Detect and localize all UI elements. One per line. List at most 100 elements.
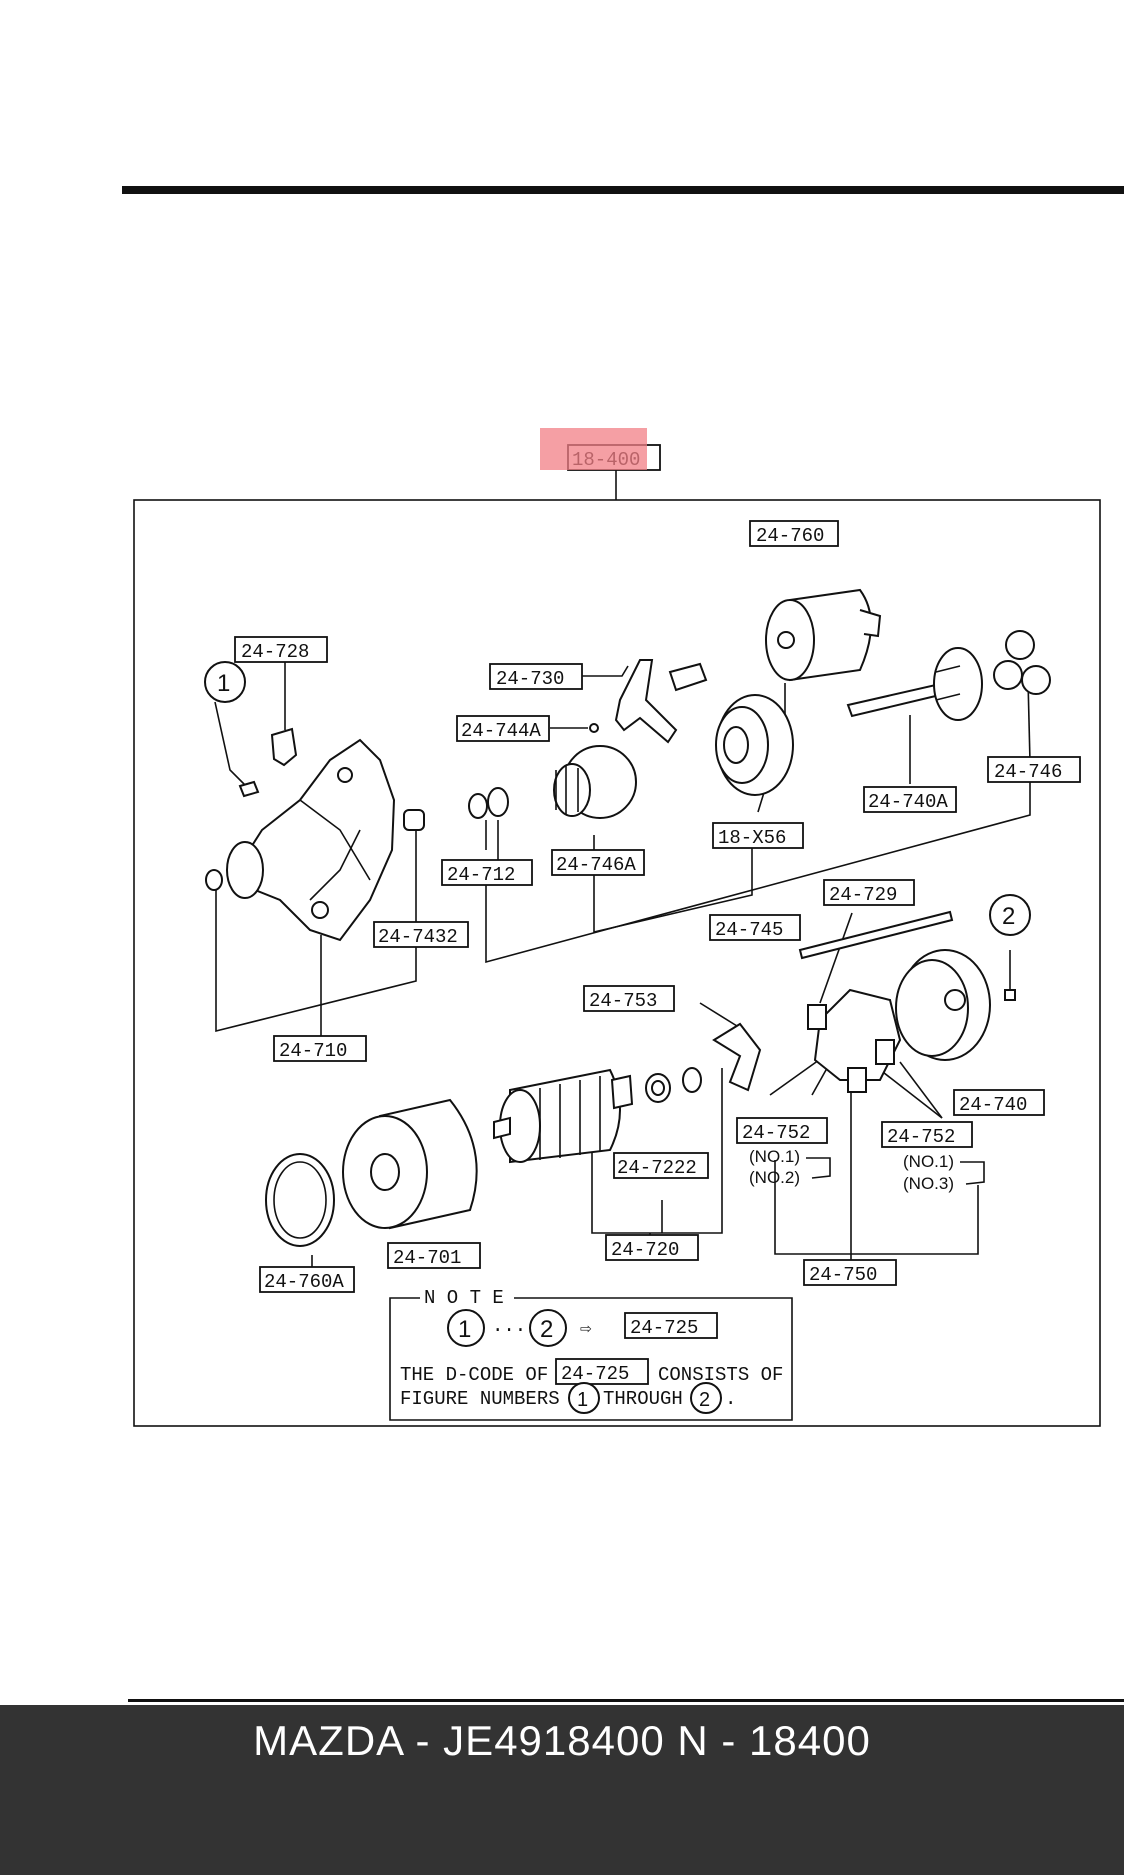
callout-2-circle [989,894,1031,936]
svg-text:24-7432: 24-7432 [378,926,458,948]
label-24-7222[interactable]: 24-7222 [613,1152,709,1179]
footer-bar: MAZDA - JE4918400 N - 18400 [0,1705,1124,1875]
pinion-gear-part [553,745,637,819]
label-24-730[interactable]: 24-730 [489,663,583,690]
sub-label-no1-left: (NO.1) [749,1147,800,1166]
svg-text:24-710: 24-710 [279,1040,347,1062]
svg-text:24-728: 24-728 [241,641,309,663]
note-line1-b: CONSISTS OF [658,1364,783,1386]
label-24-740a[interactable]: 24-740A [863,786,957,813]
note-arrow: ⇨ [580,1318,591,1340]
note-circle-1 [447,1309,485,1347]
header-code-group[interactable]: 18-400 [540,428,661,471]
washer-part [205,869,223,891]
band-part [265,1153,335,1247]
label-24-710[interactable]: 24-710 [273,1035,367,1062]
note-box: N O T E 1 ··· 2 ⇨ 24-725 THE D-CODE OF 2… [389,1287,793,1421]
bottom-rule [128,1699,1124,1702]
svg-text:24-729: 24-729 [829,884,897,906]
label-24-752-left[interactable]: 24-752 [736,1117,828,1144]
parts-diagram: 18-400 1 [122,186,1124,1702]
callout-2-text: 2 [1002,903,1015,930]
screw-2-part [1004,989,1016,1001]
sub-label-no1-right: (NO.1) [903,1152,954,1171]
svg-text:24-752: 24-752 [887,1126,955,1148]
label-24-746[interactable]: 24-746 [987,756,1081,783]
footer-title: MAZDA - JE4918400 N - 18400 [253,1717,871,1764]
svg-text:24-750: 24-750 [809,1264,877,1286]
label-18-x56[interactable]: 18-X56 [712,822,804,849]
svg-text:24-7222: 24-7222 [617,1157,697,1179]
note-line2-a: FIGURE NUMBERS [400,1388,560,1410]
yoke-part [342,1098,478,1230]
label-24-740[interactable]: 24-740 [953,1089,1045,1116]
gear-housing-part [715,694,794,796]
callout-1-circle [204,661,246,703]
through-bolt-part [798,910,954,960]
sub-label-no3: (NO.3) [903,1174,954,1193]
svg-text:24-730: 24-730 [496,668,564,690]
svg-text:24-760: 24-760 [756,525,824,547]
callout-1-text: 1 [217,670,230,697]
label-24-752-right[interactable]: 24-752 [881,1121,973,1148]
note-code: 24-725 [630,1317,698,1339]
clip-part [270,727,298,767]
svg-text:18-X56: 18-X56 [718,827,786,849]
end-cover-part [895,949,991,1061]
note-line2-circle-2 [690,1382,722,1414]
svg-text:24-746: 24-746 [994,761,1062,783]
washer-2-part [682,1067,702,1093]
svg-text:24-740A: 24-740A [868,791,948,813]
svg-text:2: 2 [540,1316,553,1343]
svg-text:.: . [725,1388,736,1410]
label-24-720[interactable]: 24-720 [605,1234,699,1261]
label-24-760a[interactable]: 24-760A [259,1266,355,1293]
note-code-box [624,1312,718,1339]
bushing-7432-part [403,809,425,831]
ring-a-part [468,793,488,819]
label-24-750[interactable]: 24-750 [803,1259,897,1286]
svg-text:24-720: 24-720 [611,1239,679,1261]
label-24-760[interactable]: 24-760 [749,520,839,547]
note-line1-a: THE D-CODE OF [400,1364,548,1386]
svg-text:24-701: 24-701 [393,1247,461,1269]
note-line1-code-box [555,1358,649,1385]
shaft-part [846,647,983,721]
note-title: N O T E [424,1287,504,1309]
brush-holder-part [807,988,902,1093]
label-24-745[interactable]: 24-745 [709,914,801,941]
svg-text:24-740: 24-740 [959,1094,1027,1116]
diagram-frame [133,499,1101,1427]
svg-text:2: 2 [699,1389,710,1411]
svg-text:24-753: 24-753 [589,990,657,1012]
note-line1-code: 24-725 [561,1363,629,1385]
svg-text:24-752: 24-752 [742,1122,810,1144]
note-circle-2 [529,1309,567,1347]
planet-gears-part [993,630,1051,695]
ring-b-part [487,787,509,817]
leader-lines [214,659,1031,1270]
sub-label-no2: (NO.2) [749,1168,800,1187]
label-24-701[interactable]: 24-701 [387,1242,481,1269]
brush-753-part [712,1022,762,1092]
note-line2-b: THROUGH [603,1388,683,1410]
svg-text:24-712: 24-712 [447,864,515,886]
note-line2-circle-1 [568,1382,600,1414]
sub-label-bracket-right [960,1161,985,1185]
svg-text:1: 1 [577,1389,588,1411]
solenoid-part [765,588,882,682]
label-24-728[interactable]: 24-728 [234,636,328,663]
sub-label-bracket-left [806,1157,831,1179]
ball-744a-part [589,723,599,733]
label-24-712[interactable]: 24-712 [441,859,533,886]
label-24-729[interactable]: 24-729 [823,879,915,906]
label-24-7432[interactable]: 24-7432 [373,921,469,948]
label-24-746a[interactable]: 24-746A [551,849,645,876]
label-24-753[interactable]: 24-753 [583,985,675,1012]
header-highlight [540,428,647,470]
svg-text:24-746A: 24-746A [556,854,636,876]
armature-part [493,1068,634,1164]
svg-text:24-745: 24-745 [715,919,783,941]
svg-text:1: 1 [458,1316,471,1343]
label-24-744a[interactable]: 24-744A [456,715,550,742]
